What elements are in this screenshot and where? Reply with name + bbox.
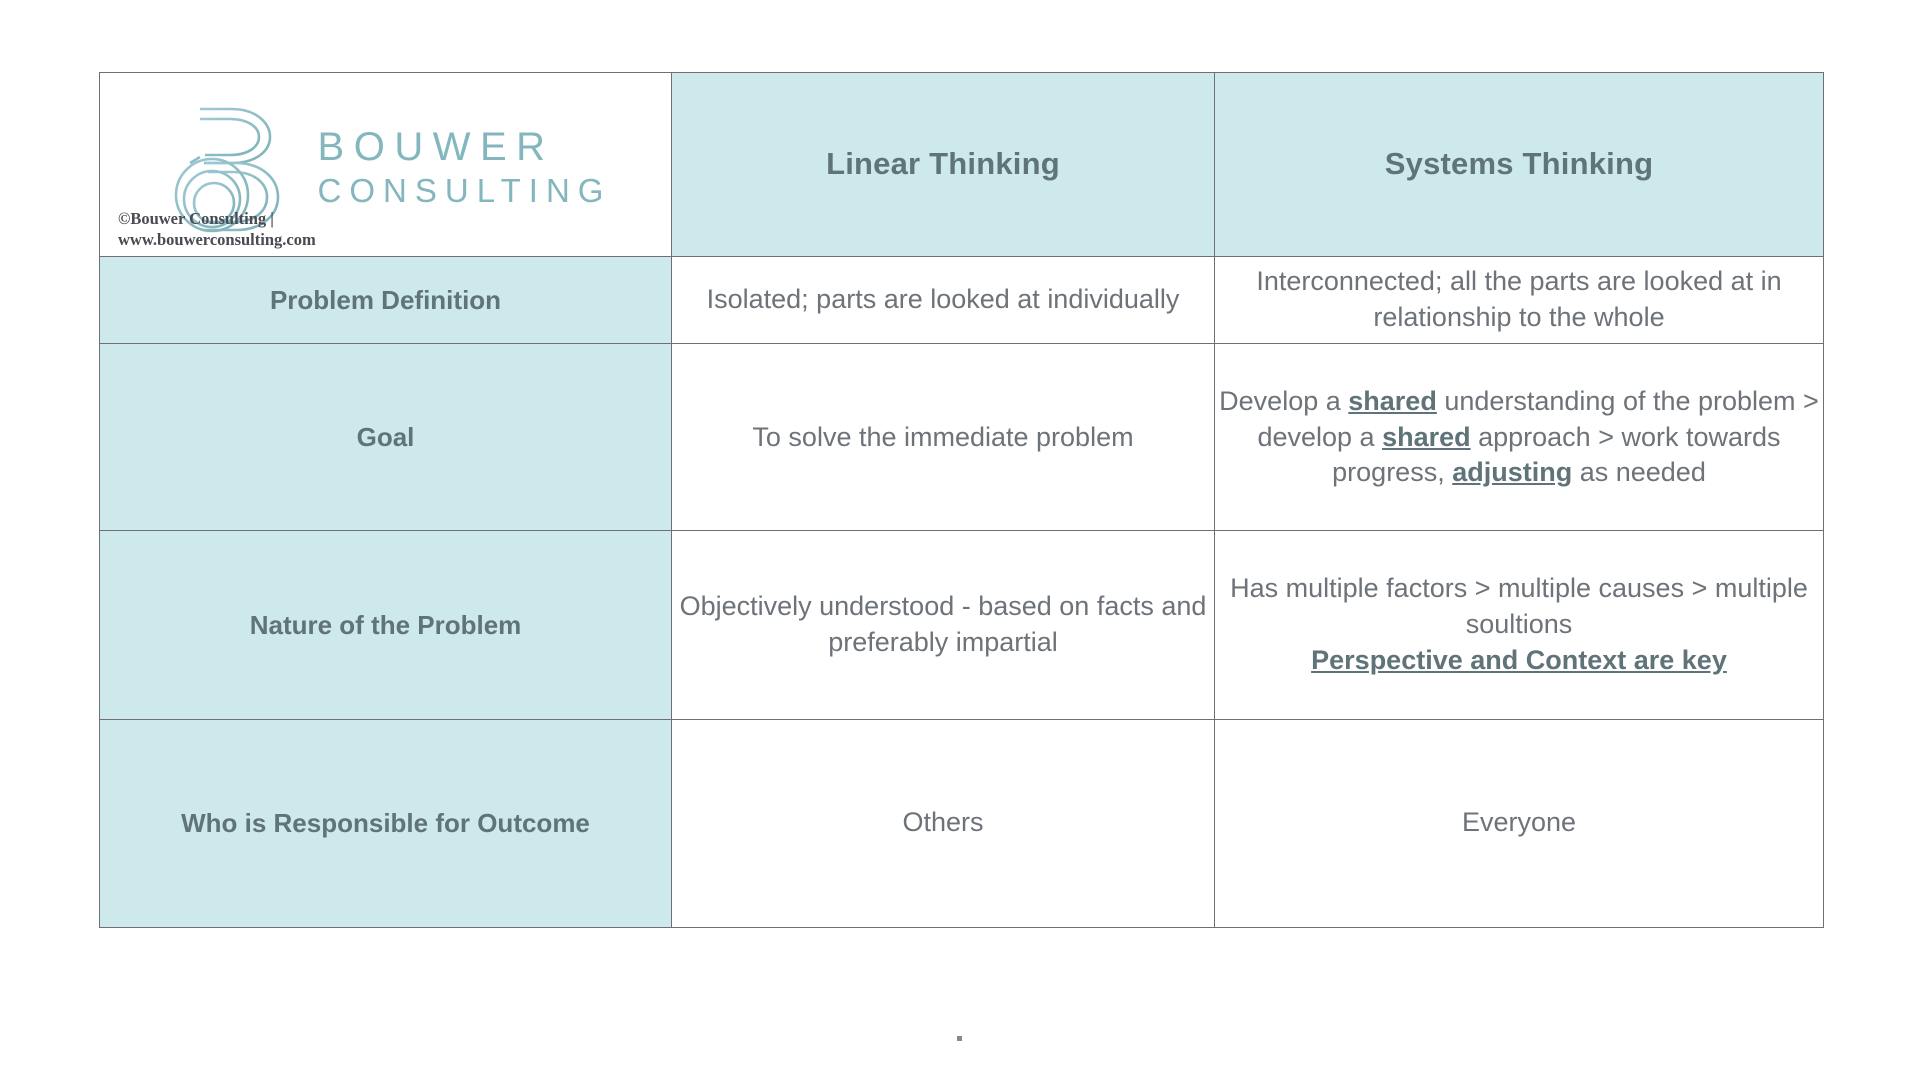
cell-nature-systems-text: Has multiple factors > multiple causes >…	[1230, 573, 1808, 640]
cell-problem-definition-linear: Isolated; parts are looked at individual…	[671, 255, 1215, 345]
table-row: Problem Definition Isolated; parts are l…	[99, 255, 1824, 345]
cell-goal-systems: Develop a shared understanding of the pr…	[1214, 343, 1824, 532]
brand-logo-cell: BOUWER CONSULTING ©Bouwer Consulting | w…	[99, 72, 672, 257]
table-row: Who is Responsible for Outcome Others Ev…	[99, 718, 1824, 929]
cell-who-systems: Everyone	[1214, 718, 1824, 929]
cell-goal-linear: To solve the immediate problem	[671, 343, 1215, 532]
emphasised-term: shared	[1348, 385, 1437, 416]
row-label-goal: Goal	[99, 343, 672, 532]
copyright-notice: ©Bouwer Consulting | www.bouwerconsultin…	[118, 208, 316, 249]
cell-nature-systems: Has multiple factors > multiple causes >…	[1214, 530, 1824, 720]
column-header-systems-thinking: Systems Thinking	[1214, 72, 1824, 257]
plain-text-run: approach > work towards progress,	[1332, 421, 1781, 488]
row-label-problem-definition: Problem Definition	[99, 255, 672, 345]
row-label-nature-of-the-problem: Nature of the Problem	[99, 530, 672, 720]
emphasised-term: shared	[1382, 421, 1471, 452]
plain-text-run: understanding of the problem > develop a	[1257, 385, 1819, 452]
cell-problem-definition-systems: Interconnected; all the parts are looked…	[1214, 255, 1824, 345]
emphasised-term: adjusting	[1452, 457, 1573, 488]
column-header-linear-thinking: Linear Thinking	[671, 72, 1215, 257]
row-label-who-is-responsible: Who is Responsible for Outcome	[99, 718, 672, 929]
table-header-row: BOUWER CONSULTING ©Bouwer Consulting | w…	[99, 72, 1824, 257]
brand-lockup: BOUWER CONSULTING	[100, 73, 671, 256]
cell-nature-systems-key-line: Perspective and Context are key	[1311, 644, 1727, 675]
plain-text-run: as needed	[1572, 457, 1706, 488]
bouwer-b-monogram-icon	[160, 95, 292, 240]
plain-text-run: Develop a	[1219, 385, 1349, 416]
cell-nature-linear: Objectively understood - based on facts …	[671, 530, 1215, 720]
brand-name-line1: BOUWER	[317, 125, 555, 170]
brand-name-line2: CONSULTING	[317, 172, 612, 210]
table-row: Goal To solve the immediate problem Deve…	[99, 343, 1824, 532]
brand-wordmark: BOUWER CONSULTING	[318, 127, 612, 207]
cell-who-linear: Others	[671, 718, 1215, 929]
table-row: Nature of the Problem Objectively unders…	[99, 530, 1824, 720]
comparison-table: BOUWER CONSULTING ©Bouwer Consulting | w…	[99, 72, 1824, 929]
page-mark-dot	[957, 1036, 962, 1041]
